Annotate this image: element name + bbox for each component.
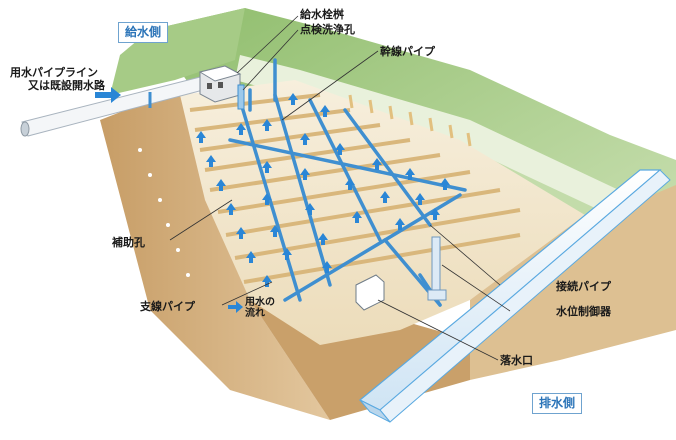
drop-outlet-label: 落水口 <box>500 354 533 367</box>
drop-outlet <box>355 274 385 311</box>
water-level-controller-label: 水位制御器 <box>556 305 611 318</box>
supply-valve-label: 給水栓桝 <box>300 8 344 21</box>
inlet-arrow <box>95 87 121 103</box>
flow-legend-text-2: 流れ <box>245 308 265 319</box>
upper-posts <box>348 94 472 147</box>
water-level-controller <box>427 236 447 301</box>
main-pipe-label: 幹線パイプ <box>380 45 435 58</box>
drain-channel <box>358 169 671 423</box>
inspection-pipe <box>237 84 245 110</box>
inspection-hole-label: 点検洗浄孔 <box>300 23 355 36</box>
supply-side-label: 給水側 <box>118 22 169 43</box>
drain-side-label: 排水側 <box>532 393 583 414</box>
flow-legend-arrow <box>228 301 243 313</box>
supply-valve-box <box>198 65 242 103</box>
inlet-label-line2: 又は既設開水路 <box>28 79 105 92</box>
grass-left <box>110 8 245 95</box>
field-surface <box>180 80 585 345</box>
auxiliary-hole-dots <box>138 148 190 277</box>
flow-legend-text-1: 用水の <box>245 297 275 308</box>
auxiliary-hole-label: 補助孔 <box>112 236 145 249</box>
flow-legend: 用水の 流れ <box>227 297 275 319</box>
connection-pipe-label: 接続パイプ <box>556 280 611 293</box>
inlet-label-line1: 用水パイプライン <box>10 66 98 79</box>
soil-wall-right <box>470 185 676 380</box>
leader-lines <box>169 15 511 361</box>
soil-wall-left <box>100 85 330 420</box>
flow-arrows <box>196 93 450 287</box>
branch-pipe-label: 支線パイプ <box>140 300 195 313</box>
